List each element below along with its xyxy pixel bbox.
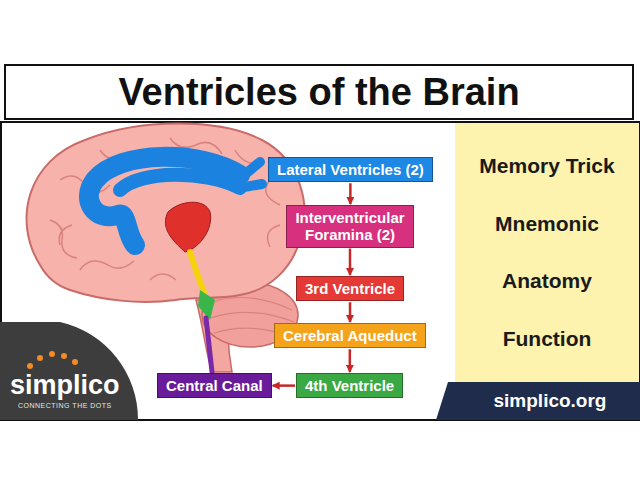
flow-arrow	[349, 349, 352, 372]
logo-ground	[0, 322, 138, 420]
topic-panel: Memory TrickMnemonicAnatomyFunction	[455, 123, 639, 382]
topic-text: Anatomy	[502, 269, 592, 293]
aqueduct-box: Cerebral Aqueduct	[274, 323, 426, 348]
box-label: Cerebral Aqueduct	[283, 327, 417, 344]
topic-text: Function	[503, 327, 592, 351]
topic-text: Mnemonic	[495, 212, 599, 236]
panel-ground	[455, 123, 639, 382]
logo-text: simplico	[10, 370, 120, 401]
box-label: Central Canal	[166, 377, 263, 394]
box-label: Lateral Ventricles (2)	[277, 161, 424, 178]
ventricle-box: Lateral Ventricles (2)	[268, 157, 433, 182]
canal-box: Central Canal	[157, 373, 272, 398]
flow-arrow	[349, 302, 352, 322]
footer-bar-ground	[436, 382, 640, 420]
title-text: Ventricles of the Brain	[118, 71, 519, 114]
logo-tagline: CONNECTING THE DOTS	[18, 402, 112, 409]
website-text: simplico.org	[494, 390, 607, 412]
flow-arrow	[349, 183, 352, 204]
box-label: 3rd Ventricle	[305, 280, 395, 297]
title-box: Ventricles of the Brain	[4, 64, 634, 120]
topic-text: Memory Trick	[479, 154, 614, 178]
box-label: Interventricular Foramina (2)	[295, 209, 405, 244]
foramina-box: Interventricular Foramina (2)	[286, 205, 414, 248]
website-bar: simplico.org	[470, 382, 630, 420]
flow-arrow	[273, 384, 295, 387]
ventricle-system	[89, 157, 262, 372]
content-frame	[1, 122, 639, 420]
ventricle-box: 3rd Ventricle	[296, 276, 404, 301]
flow-arrow	[349, 249, 352, 276]
ventricle-box: 4th Ventricle	[296, 373, 403, 398]
box-label: 4th Ventricle	[305, 377, 394, 394]
